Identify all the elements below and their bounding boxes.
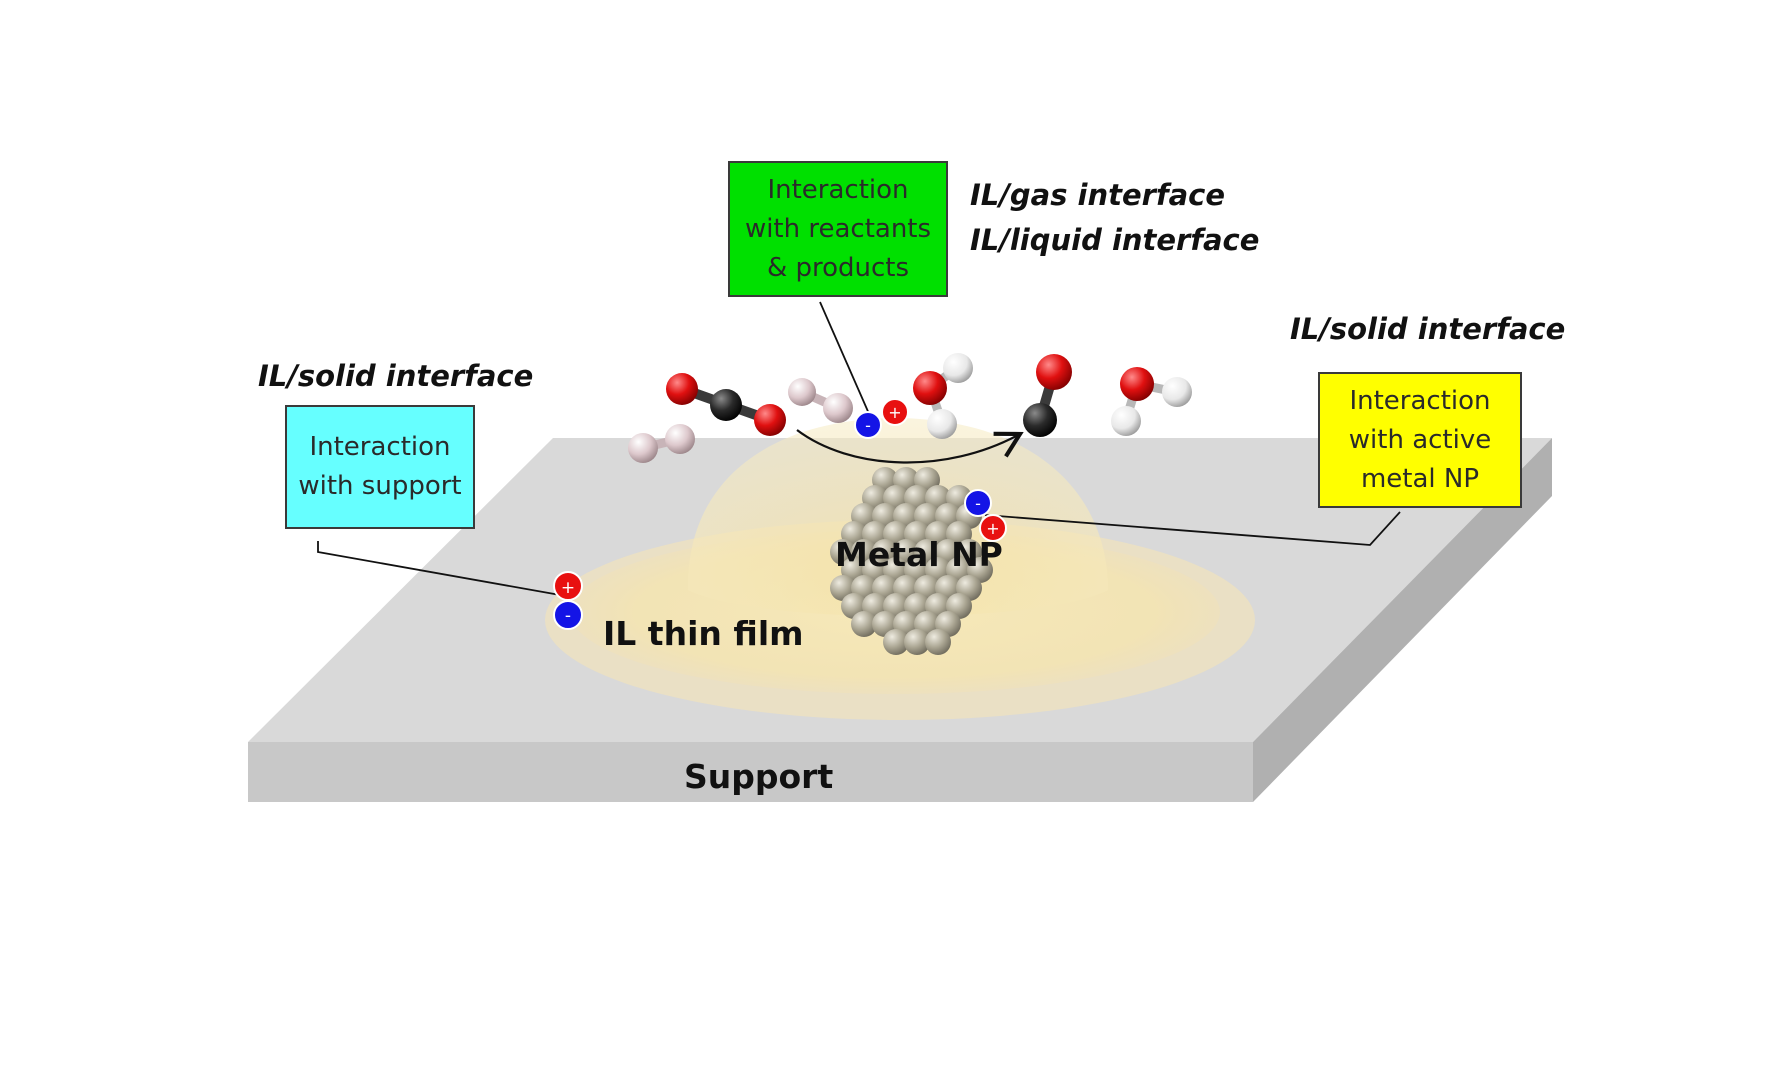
reactants-box-line-1: Interaction: [767, 174, 909, 205]
ion-pair-gas: + -: [854, 398, 909, 439]
reactants-interaction-box: Interaction with reactants & products: [728, 161, 948, 297]
np-atom: [904, 629, 930, 655]
metal-box-line-3: metal NP: [1360, 463, 1480, 494]
il-solid-interface-label-left: IL/solid interface: [258, 359, 534, 393]
h2o-molecule-2: [1111, 367, 1192, 436]
reaction-arrow: [796, 429, 1024, 464]
metal-interaction-box: Interaction with active metal NP: [1318, 372, 1522, 508]
leader-line-metal: [984, 511, 1401, 546]
svg-text:-: -: [975, 494, 981, 513]
il-liquid-interface-label: IL/liquid interface: [970, 223, 1260, 257]
svg-text:-: -: [565, 606, 571, 626]
reactants-box-line-3: & products: [766, 252, 910, 283]
reactants-box-line-2: with reactants: [744, 213, 932, 244]
ion-pair-support: + -: [553, 571, 583, 630]
h2-molecule-2: [788, 378, 853, 423]
support-interaction-box: Interaction with support: [285, 405, 475, 529]
metal-np-label: Metal NP: [835, 535, 1003, 574]
metal-box-line-2: with active: [1348, 424, 1492, 455]
ion-pair-metal: - +: [964, 489, 1007, 542]
metal-nanoparticle: [830, 467, 993, 655]
co-molecule: [1023, 354, 1072, 437]
support-front-face: [248, 742, 1253, 802]
svg-text:+: +: [986, 519, 999, 538]
il-solid-interface-label-right: IL/solid interface: [1290, 312, 1566, 346]
leader-line-support: [317, 541, 561, 596]
np-atom: [851, 611, 877, 637]
leader-line-reactants: [819, 301, 871, 417]
metal-box-line-1: Interaction: [1349, 385, 1491, 416]
support-box-line-2: with support: [298, 471, 462, 501]
svg-text:+: +: [561, 578, 575, 598]
np-atom: [925, 629, 951, 655]
support-label: Support: [684, 757, 834, 796]
co2-molecule: [666, 373, 786, 436]
il-thin-film-label: IL thin film: [603, 614, 804, 653]
np-atom: [883, 629, 909, 655]
h2-molecule: [628, 424, 695, 463]
svg-text:+: +: [888, 403, 901, 422]
svg-text:-: -: [865, 416, 871, 435]
support-box-line-1: Interaction: [309, 432, 451, 462]
il-gas-interface-label: IL/gas interface: [970, 178, 1226, 212]
support-side-face: [1253, 438, 1552, 802]
h2o-molecule-1: [913, 353, 973, 439]
